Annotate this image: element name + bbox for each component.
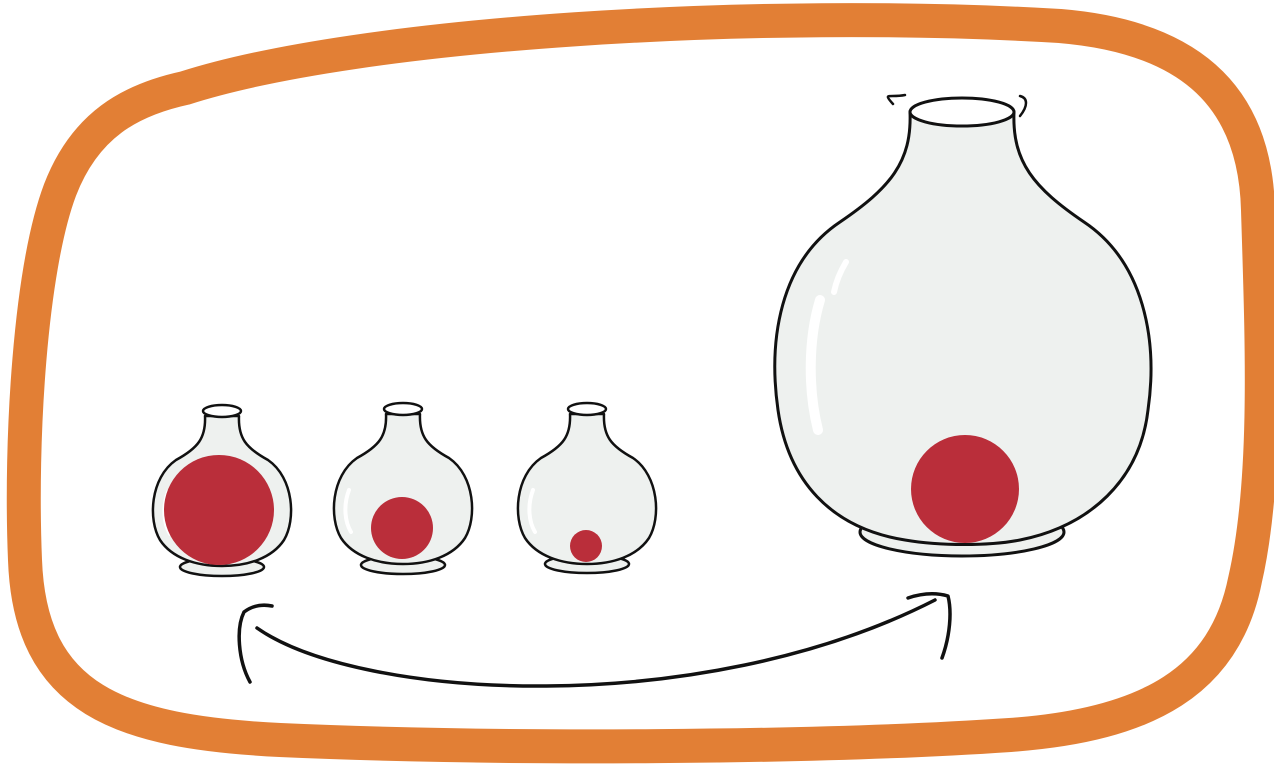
small-vessel-medium-ball [334,403,472,574]
ball-large-vessel [911,435,1019,543]
ball-large [164,455,274,565]
small-vessel-large-ball [153,405,291,576]
large-vessel-ball [775,95,1151,556]
small-vessel-small-ball [518,403,656,573]
double-headed-arrow [239,594,950,686]
ball-small [570,530,602,562]
ball-medium [371,497,433,559]
